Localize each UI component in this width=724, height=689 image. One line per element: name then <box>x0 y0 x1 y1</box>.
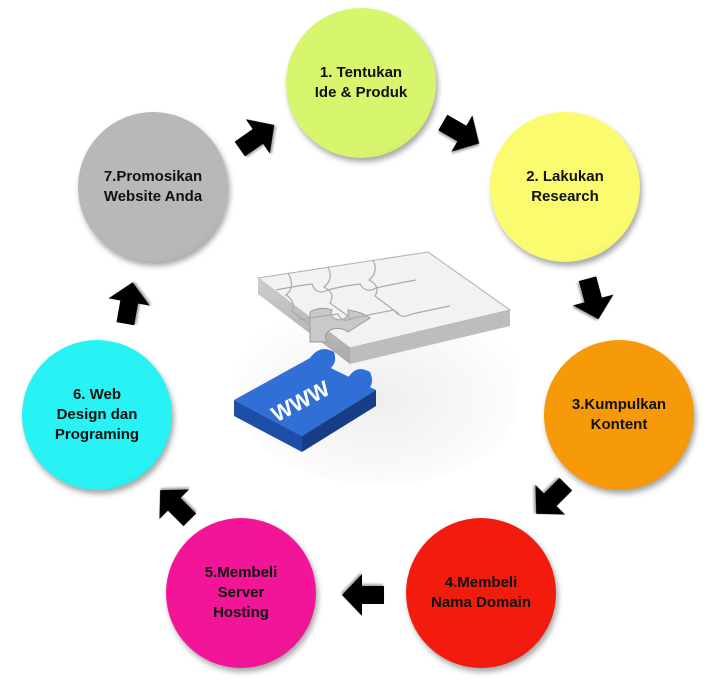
step-1-label: 1. Tentukan Ide & Produk <box>314 64 408 101</box>
www-puzzle-piece-icon: WWW <box>234 349 376 452</box>
arrow-up-icon <box>102 276 155 329</box>
step-7-circle: 7.Promosikan Website Anda <box>78 112 228 262</box>
puzzle-board-icon <box>256 251 512 364</box>
step-1-circle: 1. Tentukan Ide & Produk <box>286 8 436 158</box>
arrow-up-left-icon <box>142 472 207 537</box>
arrow-down-left-icon <box>518 466 583 531</box>
step-4-circle: 4.Membeli Nama Domain <box>406 518 556 668</box>
step-5-label: 5.Membeli Server Hosting <box>204 564 278 621</box>
arrow-down-icon <box>565 271 621 327</box>
step-4-label: 4.Membeli Nama Domain <box>430 574 532 611</box>
step-3-circle: 3.Kumpulkan Kontent <box>544 340 694 490</box>
puzzle-illustration: WWW <box>228 240 523 490</box>
step-6-circle: 6. Web Design dan Programing <box>22 340 172 490</box>
arrow-right-icon <box>430 102 493 165</box>
arrow-up-right-icon <box>225 105 289 169</box>
step-5-circle: 5.Membeli Server Hosting <box>166 518 316 668</box>
step-2-label: 2. Lakukan Research <box>526 168 604 205</box>
step-7-label: 7.Promosikan Website Anda <box>103 168 203 205</box>
arrow-left-icon <box>340 572 386 618</box>
step-3-label: 3.Kumpulkan Kontent <box>571 396 667 433</box>
step-2-circle: 2. Lakukan Research <box>490 112 640 262</box>
step-6-label: 6. Web Design dan Programing <box>54 386 140 443</box>
